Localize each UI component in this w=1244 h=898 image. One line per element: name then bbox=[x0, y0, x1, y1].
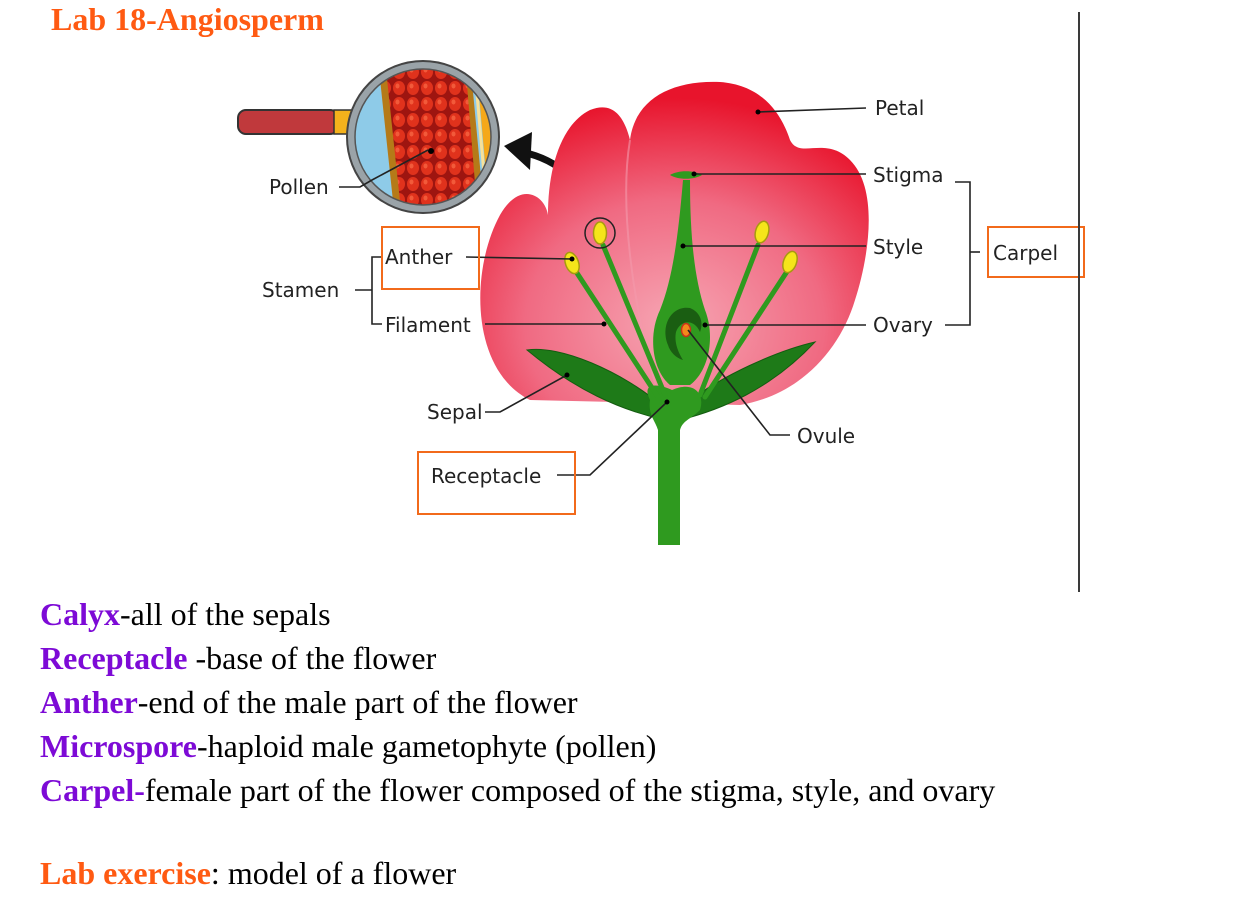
ovule-shape bbox=[680, 322, 692, 338]
anther-shape bbox=[564, 251, 580, 275]
label-ovary: Ovary bbox=[873, 313, 933, 337]
label-stamen: Stamen bbox=[262, 278, 339, 302]
definition-item: Carpel-female part of the flower compose… bbox=[40, 768, 995, 812]
definition-term: Carpel- bbox=[40, 772, 145, 808]
stem-shape bbox=[647, 385, 702, 545]
label-carpel: Carpel bbox=[993, 241, 1058, 265]
definition-item: Calyx-all of the sepals bbox=[40, 592, 995, 636]
definition-term: Anther bbox=[40, 684, 138, 720]
lab-exercise-text: : model of a flower bbox=[210, 855, 457, 891]
anther-highlight-box bbox=[381, 226, 480, 290]
carpel-highlight-box bbox=[987, 226, 1085, 278]
definition-term: Microspore bbox=[40, 728, 197, 764]
definition-term: Receptacle bbox=[40, 640, 188, 676]
label-pollen: Pollen bbox=[269, 175, 329, 199]
label-petal: Petal bbox=[875, 96, 924, 120]
definition-item: Anther-end of the male part of the flowe… bbox=[40, 680, 995, 724]
label-style: Style bbox=[873, 235, 923, 259]
definition-text: -all of the sepals bbox=[120, 596, 331, 632]
definition-text: female part of the flower composed of th… bbox=[144, 772, 996, 808]
definition-text: -base of the flower bbox=[187, 640, 437, 676]
vertical-divider bbox=[1078, 12, 1080, 592]
label-receptacle: Receptacle bbox=[431, 464, 541, 488]
label-anther: Anther bbox=[385, 245, 453, 269]
label-sepal: Sepal bbox=[427, 400, 483, 424]
definition-item: Microspore-haploid male gametophyte (pol… bbox=[40, 724, 995, 768]
flower-diagram: Pollen Stamen Anther Filament Sepal Rece… bbox=[237, 60, 1085, 545]
label-stigma: Stigma bbox=[873, 163, 944, 187]
label-ovule: Ovule bbox=[797, 424, 855, 448]
lab-exercise: Lab exercise: model of a flower bbox=[40, 853, 456, 893]
definition-item: Receptacle -base of the flower bbox=[40, 636, 995, 680]
definition-text: -end of the male part of the flower bbox=[137, 684, 578, 720]
label-filament: Filament bbox=[385, 313, 471, 337]
definition-text: -haploid male gametophyte (pollen) bbox=[197, 728, 657, 764]
definitions-list: Calyx-all of the sepals Receptacle -base… bbox=[40, 592, 995, 812]
lab-exercise-label: Lab exercise bbox=[40, 855, 211, 891]
page-title: Lab 18-Angiosperm bbox=[51, 1, 324, 37]
receptacle-highlight-box bbox=[417, 451, 576, 515]
definition-term: Calyx bbox=[40, 596, 120, 632]
magnifying-glass-icon bbox=[237, 60, 500, 214]
